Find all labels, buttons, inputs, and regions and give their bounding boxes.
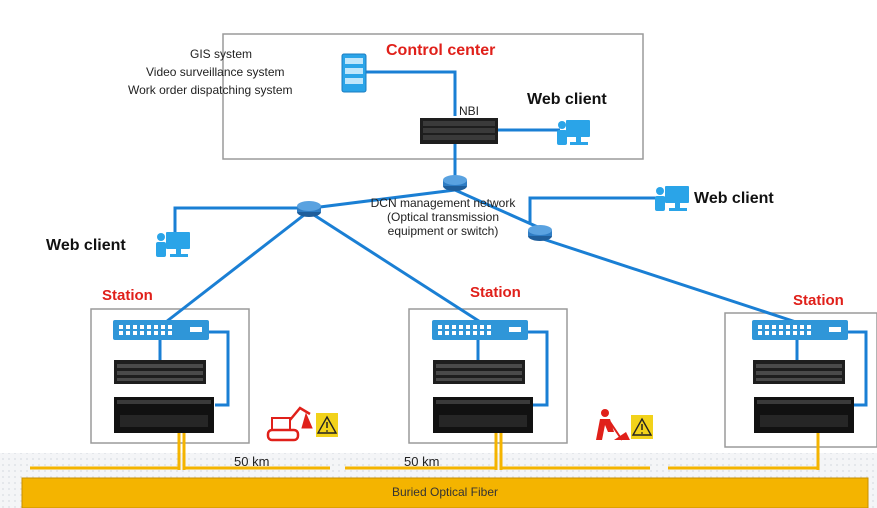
web-client-icon-left [156, 232, 190, 257]
device-server-icon-s3 [753, 360, 845, 384]
system-label-gis: GIS system [190, 47, 253, 61]
link-dcn-to-router-left [311, 188, 456, 210]
transmission-device-icon-s3 [754, 397, 854, 433]
control-center-box [222, 33, 644, 160]
link-router-left-to-station2 [313, 213, 486, 327]
web-client-label-right: Web client [694, 190, 774, 207]
dcn-label: DCN management network (Optical transmis… [353, 196, 533, 238]
dcn-label-line-3: equipment or switch) [387, 224, 499, 238]
station-label-1: Station [102, 287, 153, 304]
server-rack-icon [341, 53, 367, 93]
buried-fiber-bar [21, 477, 869, 508]
router-icon-right [528, 225, 552, 241]
link-router-right-to-webclient [528, 196, 665, 223]
station-box-2 [408, 308, 568, 444]
dcn-label-line-1: DCN management network [370, 196, 516, 210]
web-client-label-left: Web client [46, 237, 126, 254]
station-box-3 [724, 312, 877, 448]
switch-icon-s1 [113, 320, 209, 340]
station-label-3: Station [793, 292, 844, 309]
link-s1-switch-to-tx [208, 330, 230, 407]
station-box-1 [90, 308, 250, 444]
link-router-left-to-webclient [173, 206, 304, 233]
warning-icon-2 [631, 415, 653, 439]
link-router-left-to-station1 [161, 213, 305, 327]
link-s3-switch-to-tx [847, 330, 868, 407]
web-client-icon-cc [557, 120, 590, 145]
link-router-right-to-station3 [539, 236, 806, 327]
system-label-work-order: Work order dispatching system [128, 83, 293, 97]
dcn-label-line-2: (Optical transmission [386, 210, 500, 224]
buried-fiber-label: Buried Optical Fiber [391, 485, 499, 499]
station-label-2: Station [470, 284, 521, 301]
excavator-icon [266, 406, 313, 442]
transmission-device-icon-s2 [433, 397, 533, 433]
device-server-icon-s1 [114, 360, 206, 384]
distance-label-2: 50 km [404, 454, 440, 469]
link-cc-to-nbi [364, 70, 457, 116]
fiber-runs [30, 430, 820, 470]
device-server-icon-s2 [433, 360, 525, 384]
distance-label-1: 50 km [234, 454, 270, 469]
warning-icon-1 [316, 413, 338, 437]
link-dcn-to-router-right [454, 188, 541, 230]
nbi-label: NBI [459, 104, 480, 118]
link-s2-switch-to-tx [527, 330, 549, 407]
router-icon-left [297, 201, 321, 217]
control-center-title: Control center [386, 42, 496, 59]
web-client-icon-right [655, 186, 689, 211]
switch-icon-s2 [432, 320, 528, 340]
router-icon-dcn [443, 175, 467, 191]
network-links [158, 70, 868, 407]
switch-icon-s3 [752, 320, 848, 340]
web-client-label-cc: Web client [527, 91, 607, 108]
digging-worker-icon [596, 409, 630, 441]
transmission-device-icon-s1 [114, 397, 214, 433]
system-label-video: Video surveillance system [146, 65, 285, 79]
nbi-server-icon [420, 118, 498, 144]
